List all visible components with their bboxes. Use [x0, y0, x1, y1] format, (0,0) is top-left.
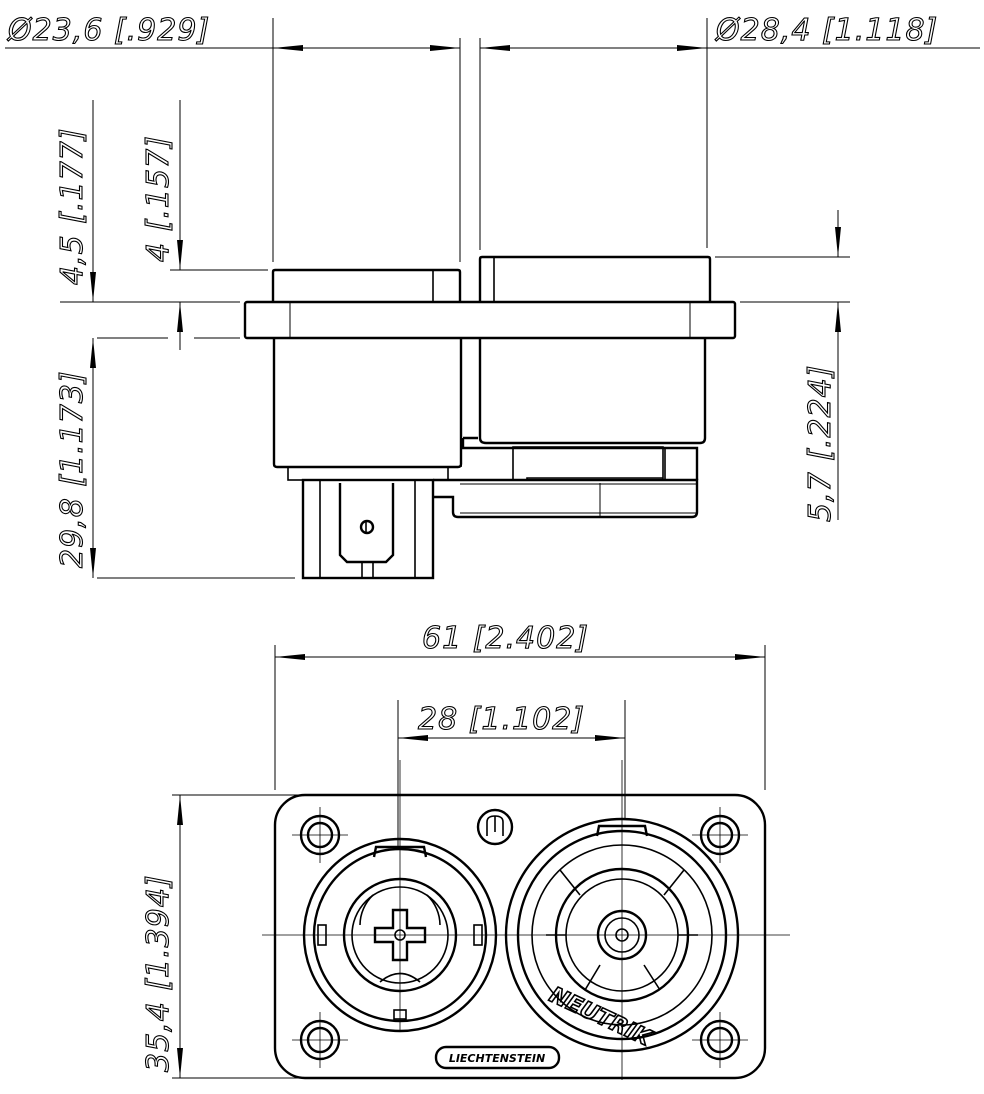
- front-view: NEUTRIK LIECHTENSTEIN: [262, 760, 790, 1080]
- dim-diameter-left: Ø23,6 [.929]: [6, 13, 210, 48]
- front-dimensions: 61 [2.402] 28 [1.102] 35,4 [1.394]: [140, 620, 766, 1079]
- side-dimensions: Ø23,6 [.929] Ø28,4 [1.118] 4,5 [.177] 4 …: [5, 12, 980, 579]
- dim-height-total: 35,4 [1.394]: [141, 874, 176, 1072]
- left-connector: [302, 837, 498, 1033]
- dim-width-total: 61 [2.402]: [422, 621, 589, 656]
- left-rear-terminal: [301, 478, 435, 580]
- cross-contact: [373, 908, 427, 962]
- dim-height-top-left: 4,5 [.177]: [55, 128, 90, 285]
- right-rear-body: [433, 478, 699, 519]
- right-front-cap: [478, 255, 712, 302]
- left-front-cap: [271, 268, 462, 302]
- dim-diameter-right: Ø28,4 [1.118]: [714, 13, 938, 48]
- side-view: [243, 255, 737, 580]
- right-housing: [478, 338, 707, 445]
- screw-icon: [359, 519, 375, 535]
- left-housing: [272, 338, 463, 469]
- mounting-holes: [292, 807, 748, 1068]
- mounting-plate: [273, 793, 767, 1080]
- brand-logo-icon: [476, 808, 514, 846]
- origin-marking: [434, 1045, 561, 1070]
- dim-height-top-right: 5,7 [.224]: [803, 365, 838, 522]
- dim-center-distance: 28 [1.102]: [418, 702, 585, 737]
- neutrik-logo: NEUTRIK: [545, 983, 656, 1052]
- flange: [243, 300, 737, 340]
- origin-marking-text: LIECHTENSTEIN: [449, 1052, 545, 1065]
- dim-height-flange: 4 [.157]: [141, 135, 176, 262]
- dim-depth-left: 29,8 [1.173]: [55, 370, 90, 568]
